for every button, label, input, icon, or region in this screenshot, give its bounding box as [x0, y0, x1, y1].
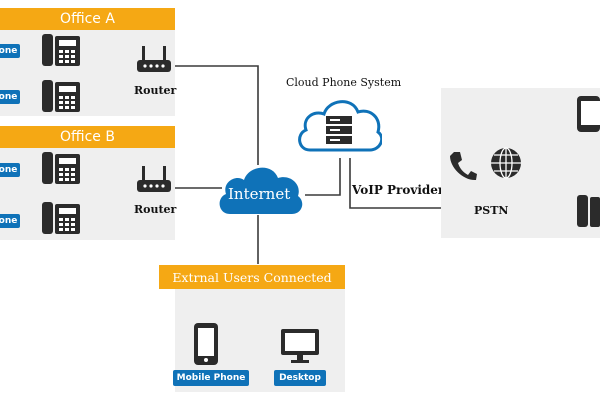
smartphone-icon	[194, 323, 218, 365]
mobile-phone-tag: Mobile Phone	[173, 370, 249, 386]
desk-phone-icon	[42, 202, 80, 234]
office-b-phone-tag-bottom: one	[0, 214, 20, 228]
globe-icon	[491, 147, 521, 179]
router-icon	[137, 166, 171, 192]
telephone-handset-icon	[450, 152, 477, 181]
desk-phone-icon	[577, 195, 600, 227]
office-b-router-label: Router	[134, 203, 177, 216]
pstn-label: PSTN	[474, 204, 509, 217]
office-b-phone-tag-top: one	[0, 163, 20, 177]
office-b-header: Office B	[0, 126, 175, 148]
office-a-router-label: Router	[134, 84, 177, 97]
desktop-tag: Desktop	[274, 370, 326, 386]
internet-cloud-icon	[219, 167, 303, 214]
office-a-header: Office A	[0, 8, 175, 30]
voip-provider-label: VoIP Provider	[352, 183, 445, 197]
cloud-phone-system-label: Cloud Phone System	[286, 76, 402, 89]
cloud-server-icon	[298, 100, 382, 152]
internet-label: Internet	[228, 185, 291, 203]
desk-phone-icon	[42, 80, 80, 112]
desktop-monitor-icon	[281, 329, 319, 363]
external-users-header: Extrnal Users Connected	[159, 265, 345, 289]
mobile-device-icon	[577, 96, 600, 132]
desk-phone-icon	[42, 152, 80, 184]
office-a-phone-tag-bottom: one	[0, 90, 20, 104]
desk-phone-icon	[42, 34, 80, 66]
router-icon	[137, 46, 171, 72]
office-a-phone-tag-top: one	[0, 44, 20, 58]
